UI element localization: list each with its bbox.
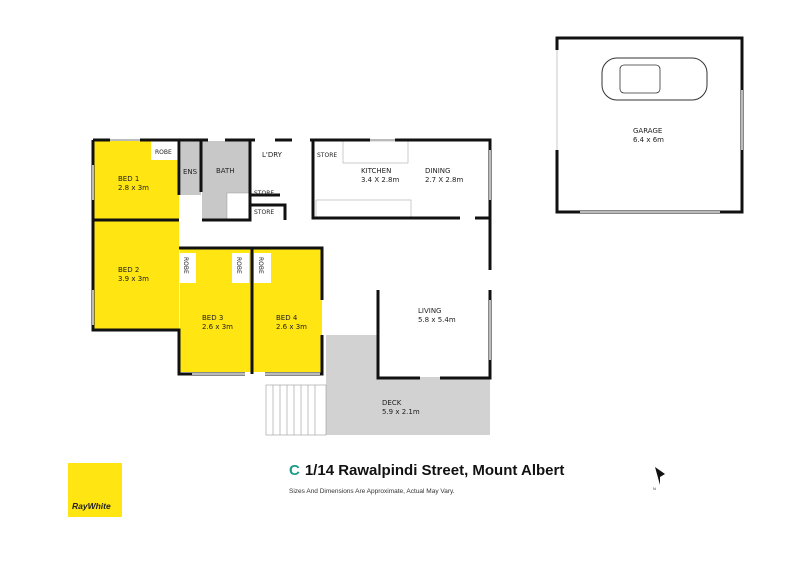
address-text: 1/14 Rawalpindi Street, Mount Albert: [304, 462, 565, 479]
robe2: [180, 253, 196, 283]
kitchen-size: 3.4 X 2.8m: [361, 176, 400, 184]
robe4-label: ROBE: [257, 257, 264, 274]
brand-mark-icon: C: [289, 462, 300, 479]
walls: [91, 138, 492, 380]
garage-label: GARAGE: [633, 127, 662, 135]
disclaimer: Sizes And Dimensions Are Approximate, Ac…: [289, 488, 455, 495]
robe3-label: ROBE: [235, 257, 242, 274]
stairs: [265, 384, 327, 436]
bed2-label: BED 2: [118, 266, 139, 274]
robe2-label: ROBE: [182, 257, 189, 274]
store-label: STORE: [254, 209, 274, 216]
shower: [226, 192, 251, 220]
dining-label: DINING: [425, 167, 450, 175]
bed2-size: 3.9 x 3m: [118, 275, 149, 283]
store-label: STORE: [317, 152, 337, 159]
car-icon: [601, 57, 708, 101]
north-label: N: [653, 486, 656, 491]
garage-size: 6.4 x 6m: [633, 136, 664, 144]
robe4: [254, 253, 271, 283]
north-arrow-icon: N: [653, 467, 665, 491]
kitchen-bench: [315, 199, 412, 218]
bed4-size: 2.6 x 3m: [276, 323, 307, 331]
bed1-size: 2.8 x 3m: [118, 184, 149, 192]
living-size: 5.8 x 5.4m: [418, 316, 456, 324]
windows: [92, 139, 491, 375]
bed3-label: BED 3: [202, 314, 223, 322]
bed4-label: BED 4: [276, 314, 298, 322]
dining-size: 2.7 X 2.8m: [425, 176, 464, 184]
kitchen-top-bench: [342, 140, 409, 164]
robe1: [151, 141, 178, 160]
bed1-label: BED 1: [118, 175, 139, 183]
deck-size: 5.9 x 2.1m: [382, 408, 420, 416]
raywhite-logo: RayWhite: [68, 463, 122, 517]
garage: [555, 36, 744, 214]
laundry-label: L'DRY: [262, 151, 283, 159]
living-label: LIVING: [418, 307, 441, 315]
bed2-area: [93, 221, 179, 330]
logo-text: RayWhite: [72, 501, 111, 511]
living-floor: [379, 300, 489, 377]
kitchen-label: KITCHEN: [361, 167, 391, 175]
bath-label: BATH: [216, 167, 235, 175]
bed3-size: 2.6 x 3m: [202, 323, 233, 331]
ens-label: ENS: [183, 168, 198, 176]
deck-label: DECK: [382, 399, 402, 407]
ensuite-area: [181, 141, 201, 195]
robe1-label: ROBE: [155, 149, 172, 156]
robe3: [232, 253, 249, 283]
store-label: STORE: [254, 190, 274, 197]
